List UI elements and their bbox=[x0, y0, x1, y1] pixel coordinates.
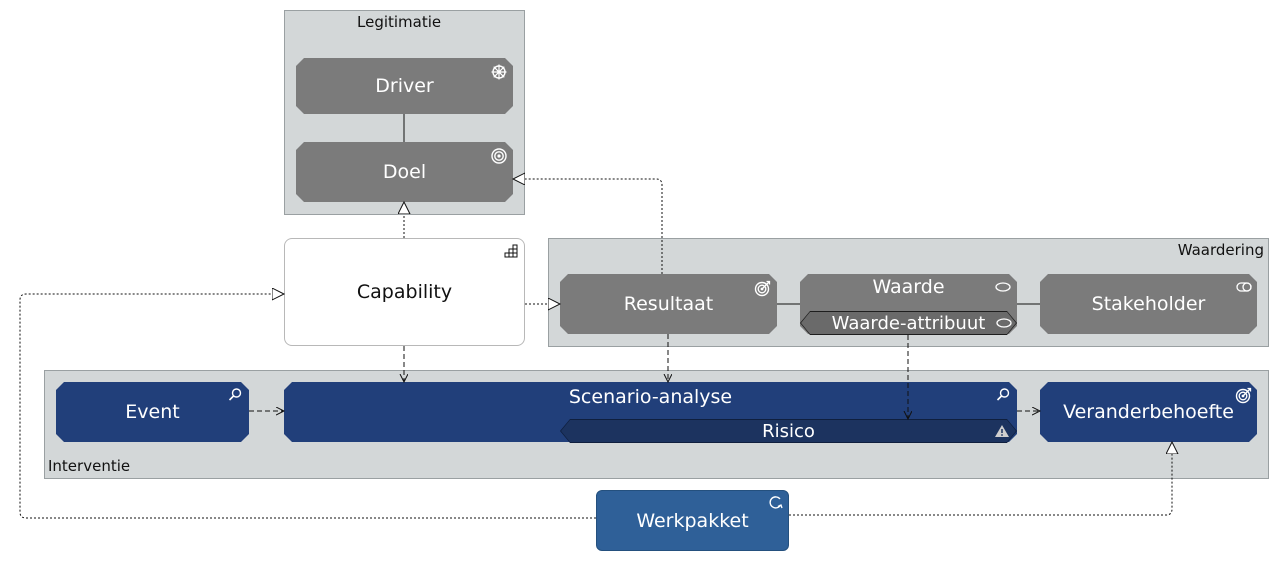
node-stakeholder[interactable]: Stakeholder bbox=[1040, 274, 1257, 334]
node-event-label: Event bbox=[125, 401, 180, 423]
node-driver[interactable]: Driver bbox=[296, 58, 513, 114]
group-label-waardering: Waardering bbox=[1177, 241, 1264, 259]
edge-resultaat-doel[interactable] bbox=[513, 179, 663, 274]
warning-icon bbox=[993, 422, 1011, 440]
node-werkpakket[interactable]: Werkpakket bbox=[596, 490, 789, 551]
node-veranderbehoefte-label: Veranderbehoefte bbox=[1063, 401, 1234, 423]
node-waarde-attribuut-label: Waarde-attribuut bbox=[831, 312, 986, 334]
goal-icon bbox=[490, 147, 508, 165]
node-capability-label: Capability bbox=[356, 281, 453, 303]
node-waarde-attribuut[interactable]: Waarde-attribuut bbox=[800, 311, 1017, 335]
group-label-legitimatie: Legitimatie bbox=[357, 13, 442, 31]
node-werkpakket-label: Werkpakket bbox=[636, 509, 749, 532]
node-waarde-label: Waarde bbox=[872, 276, 945, 298]
node-doel-label: Doel bbox=[382, 161, 427, 183]
node-driver-label: Driver bbox=[375, 75, 434, 97]
node-event[interactable]: Event bbox=[56, 382, 249, 442]
stakeholder-icon bbox=[1235, 278, 1253, 296]
node-risico[interactable]: Risico bbox=[560, 419, 1017, 443]
value-attribute-icon bbox=[995, 314, 1013, 332]
edge-werkpakket-veranderbehoefte[interactable] bbox=[789, 442, 1172, 516]
node-capability[interactable]: Capability bbox=[284, 238, 525, 346]
value-icon bbox=[994, 278, 1012, 296]
node-doel[interactable]: Doel bbox=[296, 142, 513, 202]
group-label-interventie: Interventie bbox=[48, 457, 131, 475]
capability-icon bbox=[504, 244, 518, 258]
node-resultaat[interactable]: Resultaat bbox=[560, 274, 777, 334]
node-scenario-analyse-label: Scenario-analyse bbox=[568, 386, 733, 408]
search-icon bbox=[994, 386, 1012, 404]
outcome-icon bbox=[754, 279, 772, 297]
node-stakeholder-label: Stakeholder bbox=[1091, 293, 1206, 315]
edge-werkpakket-capability[interactable] bbox=[19, 294, 596, 519]
work-package-icon bbox=[769, 496, 783, 509]
target-icon bbox=[1235, 386, 1253, 404]
driver-icon bbox=[490, 63, 508, 81]
node-risico-label: Risico bbox=[762, 420, 815, 442]
search-icon bbox=[226, 386, 244, 404]
node-resultaat-label: Resultaat bbox=[623, 293, 714, 315]
node-veranderbehoefte[interactable]: Veranderbehoefte bbox=[1040, 382, 1257, 442]
